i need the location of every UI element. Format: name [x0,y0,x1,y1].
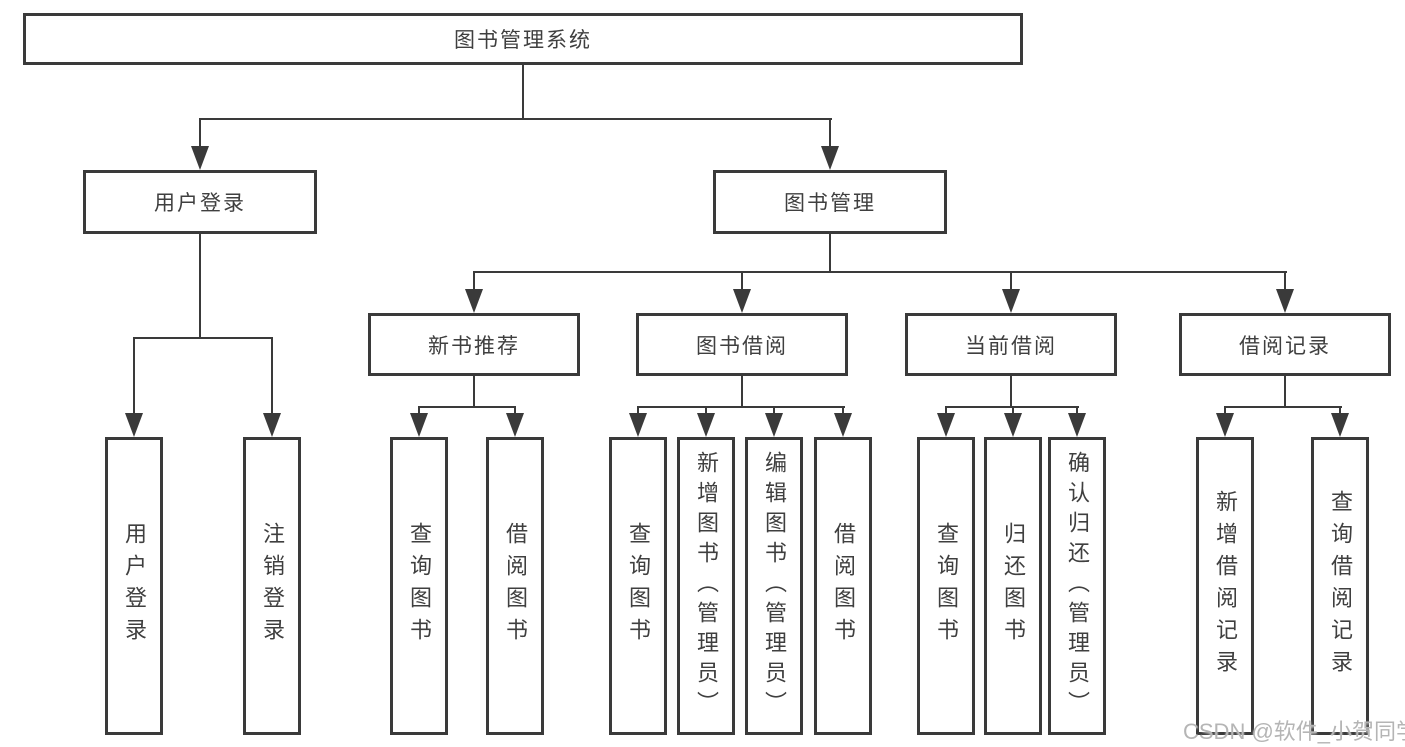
arrow-down-leaf-add-books-icon [697,413,715,437]
connector-book-management-stem-line [829,234,831,272]
leaf-confirm-return-admin-label: 确认归还（管理员） [1065,451,1090,721]
leaf-query-books-current: 查询图书 [917,437,975,735]
leaf-logout-label: 注销登录 [260,522,285,650]
connector-to-book-borrow-line [741,271,743,293]
connector-borrow-records-hline [1224,406,1342,408]
leaf-logout: 注销登录 [243,437,301,735]
connector-to-new-book-recommend-line [473,271,475,293]
leaf-query-books-borrow: 查询图书 [609,437,667,735]
connector-to-leaf-edit-books-line [773,406,775,418]
arrow-down-current-borrow-icon [1002,289,1020,313]
connector-current-borrow-stem-line [1010,376,1012,408]
arrow-down-leaf-return-books-icon [1004,413,1022,437]
connector-user-login-hline [133,337,273,339]
connector-to-leaf-confirm-return-line [1076,406,1078,418]
arrow-down-leaf-user-login-icon [125,413,143,437]
arrow-down-leaf-borrow-books-icon [834,413,852,437]
node-borrow-records: 借阅记录 [1179,313,1391,376]
arrow-down-leaf-confirm-return-icon [1068,413,1086,437]
leaf-borrow-books-recommend: 借阅图书 [486,437,544,735]
leaf-borrow-books: 借阅图书 [814,437,872,735]
connector-to-leaf-query-current-line [945,406,947,418]
arrow-down-leaf-query-current-icon [937,413,955,437]
node-user-login-label: 用户登录 [154,192,246,215]
leaf-query-books-borrow-label: 查询图书 [626,522,651,650]
connector-to-leaf-query-recommend-line [418,406,420,418]
connector-book-management-hline [473,271,1287,273]
node-book-borrow-label: 图书借阅 [696,334,788,358]
leaf-add-borrow-record-label: 新增借阅记录 [1213,490,1238,682]
leaf-borrow-books-label: 借阅图书 [831,522,856,650]
arrow-down-borrow-records-icon [1276,289,1294,313]
arrow-down-leaf-query-record-icon [1331,413,1349,437]
arrow-down-leaf-query-recommend-icon [410,413,428,437]
leaf-query-borrow-record: 查询借阅记录 [1311,437,1369,735]
node-book-borrow: 图书借阅 [636,313,848,376]
node-current-borrow: 当前借阅 [905,313,1117,376]
connector-to-leaf-add-record-line [1224,406,1226,418]
leaf-edit-books-admin: 编辑图书（管理员） [745,437,803,735]
connector-to-leaf-query-record-line [1339,406,1341,418]
leaf-query-books-current-label: 查询图书 [934,522,959,650]
connector-user-login-stem-line [199,234,201,338]
connector-to-leaf-add-books-line [705,406,707,418]
connector-to-leaf-user-login-line [133,337,135,417]
leaf-user-login: 用户登录 [105,437,163,735]
connector-to-leaf-query-borrow-line [637,406,639,418]
connector-root-to-book-management-line [829,118,831,150]
connector-to-leaf-borrow-recommend-line [514,406,516,418]
arrow-down-leaf-query-borrow-icon [629,413,647,437]
node-book-management-label: 图书管理 [784,192,876,215]
leaf-return-books-label: 归还图书 [1001,522,1026,650]
connector-new-book-recommend-stem-line [473,376,475,408]
leaf-confirm-return-admin: 确认归还（管理员） [1048,437,1106,735]
connector-root-stem-line [522,65,524,120]
arrow-down-book-borrow-icon [733,289,751,313]
csdn-watermark: CSDN @软件_小贺同学 [1183,719,1405,744]
leaf-add-borrow-record: 新增借阅记录 [1196,437,1254,735]
connector-to-leaf-borrow-books-line [842,406,844,418]
leaf-borrow-books-recommend-label: 借阅图书 [503,522,528,650]
connector-book-borrow-stem-line [741,376,743,408]
arrow-down-leaf-add-record-icon [1216,413,1234,437]
arrow-down-user-login-icon [191,146,209,170]
arrow-down-leaf-borrow-recommend-icon [506,413,524,437]
connector-to-current-borrow-line [1010,271,1012,293]
node-user-login: 用户登录 [83,170,317,234]
connector-to-leaf-logout-line [271,337,273,417]
arrow-down-new-book-recommend-icon [465,289,483,313]
connector-book-borrow-hline [637,406,845,408]
node-new-book-recommend: 新书推荐 [368,313,580,376]
connector-to-leaf-return-books-line [1012,406,1014,418]
connector-root-hline [199,118,832,120]
connector-borrow-records-stem-line [1284,376,1286,408]
leaf-query-books-recommend: 查询图书 [390,437,448,735]
arrow-down-book-management-icon [821,146,839,170]
node-current-borrow-label: 当前借阅 [965,334,1057,358]
connector-root-to-user-login-line [199,118,201,150]
connector-new-book-recommend-hline [418,406,516,408]
leaf-edit-books-admin-label: 编辑图书（管理员） [762,451,787,721]
leaf-return-books: 归还图书 [984,437,1042,735]
node-root-library-system: 图书管理系统 [23,13,1023,65]
node-new-book-recommend-label: 新书推荐 [428,334,520,358]
leaf-add-books-admin-label: 新增图书（管理员） [694,451,719,721]
leaf-add-books-admin: 新增图书（管理员） [677,437,735,735]
arrow-down-leaf-edit-books-icon [765,413,783,437]
node-book-management: 图书管理 [713,170,947,234]
leaf-query-borrow-record-label: 查询借阅记录 [1328,490,1353,682]
arrow-down-leaf-logout-icon [263,413,281,437]
node-borrow-records-label: 借阅记录 [1239,334,1331,358]
leaf-query-books-recommend-label: 查询图书 [407,522,432,650]
connector-to-borrow-records-line [1284,271,1286,293]
leaf-user-login-label: 用户登录 [122,522,147,650]
node-root-label: 图书管理系统 [454,29,592,52]
